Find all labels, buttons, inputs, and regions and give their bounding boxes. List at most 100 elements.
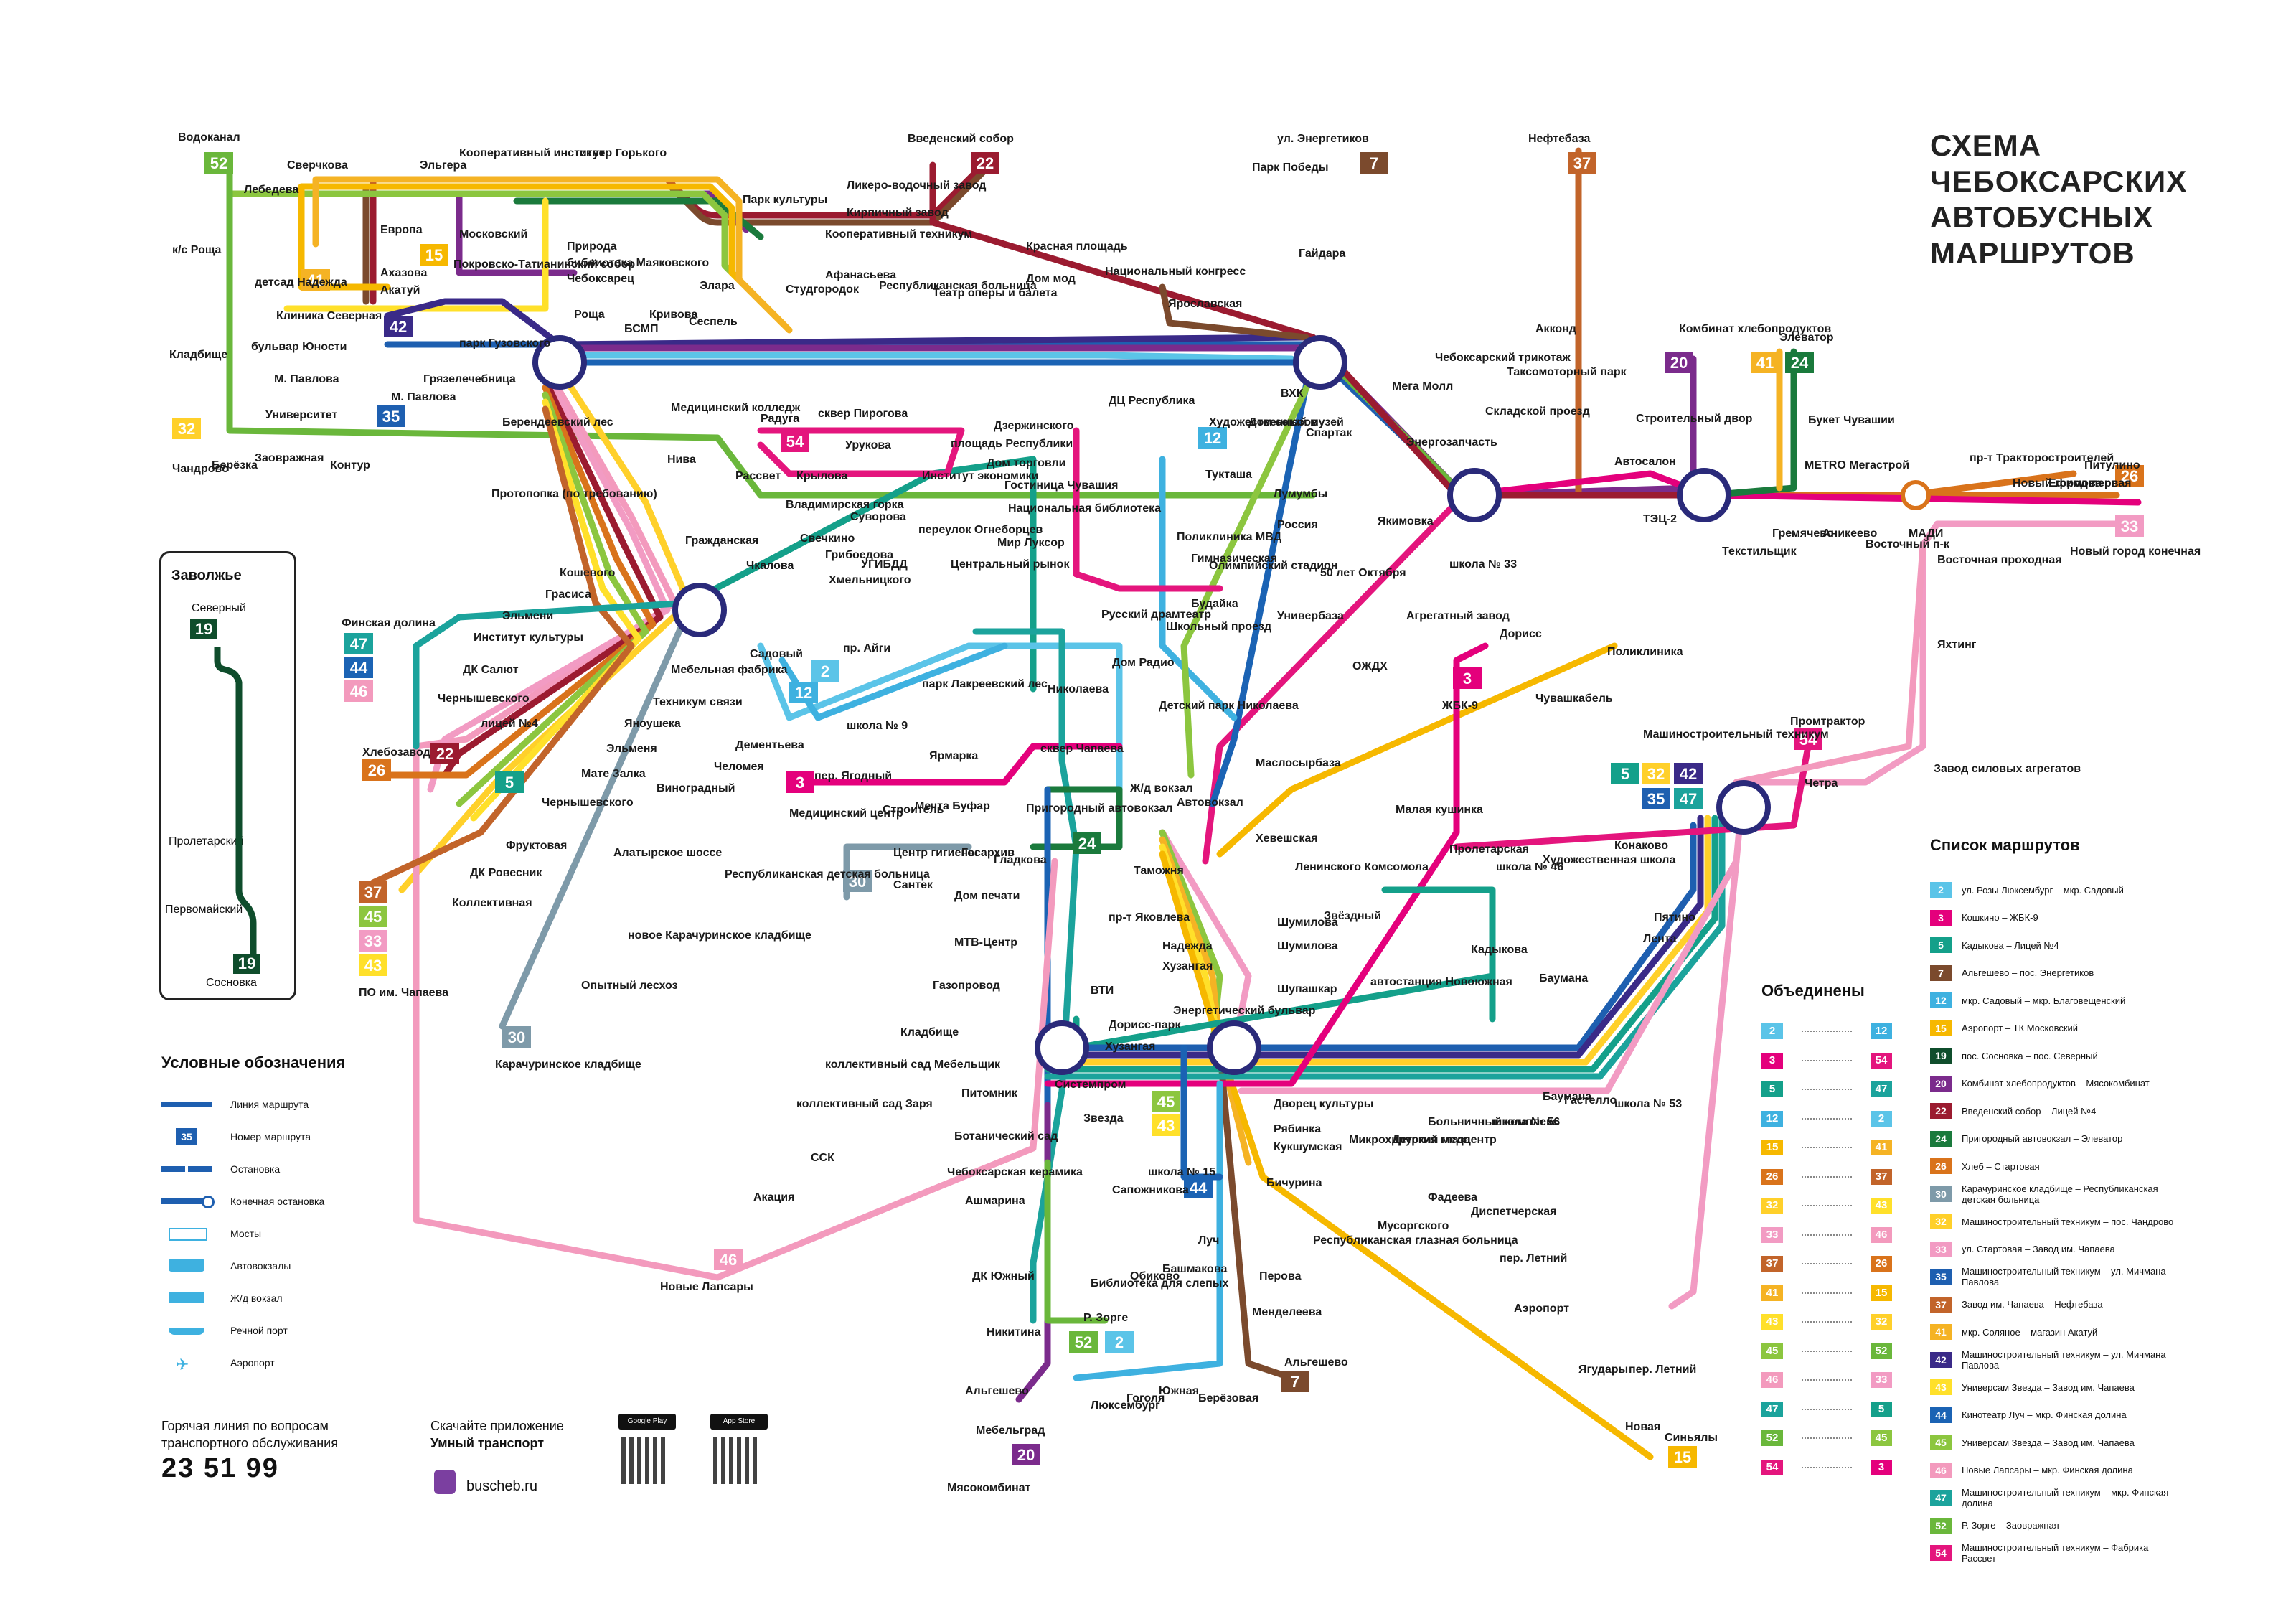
station-label[interactable]: Фруктовая xyxy=(506,840,568,852)
station-label[interactable]: Гражданская xyxy=(685,535,759,547)
station-label[interactable]: Художественный музей xyxy=(1209,416,1344,428)
station-label[interactable]: Таксомоторный парк xyxy=(1507,366,1627,378)
station-label[interactable]: Сантек xyxy=(893,879,933,891)
station-label[interactable]: новое Карачуринское кладбище xyxy=(628,929,811,942)
route-badge-41[interactable] xyxy=(301,269,330,291)
route-badge[interactable]: 47 xyxy=(1871,1081,1892,1097)
route-badge-54[interactable] xyxy=(781,431,809,452)
station-label[interactable]: Аникеево xyxy=(1822,527,1878,540)
station-label[interactable]: Парк культуры xyxy=(743,194,828,206)
route-badge[interactable]: 45 xyxy=(1761,1343,1783,1359)
station-label[interactable]: УГИБДД xyxy=(861,558,908,571)
station-label[interactable]: Кривова xyxy=(649,309,698,321)
station-label[interactable]: М. Павлова xyxy=(274,373,339,385)
station-label[interactable]: сквер Пирогова xyxy=(818,408,908,420)
station-label[interactable]: Россия xyxy=(1277,519,1318,531)
station-label[interactable]: Покровско-Татианинский собор xyxy=(453,258,636,271)
route-badge[interactable]: 42 xyxy=(1930,1351,1952,1368)
station-label[interactable]: Мебельная фабрика xyxy=(671,664,788,676)
station-label[interactable]: Строительный двор xyxy=(1636,413,1753,425)
route-badge-45[interactable] xyxy=(1152,1091,1180,1112)
route-badge-15[interactable] xyxy=(1668,1446,1697,1468)
hotline-phone[interactable]: 23 51 99 xyxy=(161,1453,279,1483)
route-badge-54[interactable] xyxy=(1794,728,1822,750)
station-label[interactable]: Ленинского Комсомола xyxy=(1295,861,1429,873)
station-label[interactable]: ОЖДХ xyxy=(1352,660,1388,672)
station-label[interactable]: Водоканал xyxy=(178,131,240,144)
route-badge[interactable]: 7 xyxy=(1930,964,1952,981)
station-label[interactable]: Мебельград xyxy=(976,1424,1045,1437)
station-label[interactable]: Чкалова xyxy=(746,560,794,572)
route-badge-33[interactable] xyxy=(2115,515,2144,537)
station-label[interactable]: бульвар Юности xyxy=(251,341,347,353)
station-label[interactable]: площадь Республики xyxy=(951,438,1073,450)
station-label[interactable]: Ефимова xyxy=(2048,477,2102,489)
station-label[interactable]: школа № 53 xyxy=(1614,1098,1683,1110)
station-label[interactable]: Кладбище xyxy=(900,1026,959,1038)
route-badge-37[interactable] xyxy=(1568,152,1596,174)
route-badge[interactable]: 52 xyxy=(1761,1430,1783,1446)
station-label[interactable]: сквер Горького xyxy=(580,147,667,159)
station-label[interactable]: Ярославская xyxy=(1168,298,1243,310)
station-label[interactable]: Виноградный xyxy=(657,782,735,794)
station-label[interactable]: Конаково xyxy=(1614,840,1669,852)
route-badge-22[interactable] xyxy=(430,743,459,764)
route-badge[interactable]: 2 xyxy=(1761,1023,1783,1039)
station-label[interactable]: Аэропорт xyxy=(1514,1303,1569,1315)
station-label[interactable]: Энергетический бульвар xyxy=(1173,1005,1316,1017)
station-label[interactable]: Дорисс-парк xyxy=(1109,1019,1181,1031)
station-label[interactable]: школа № 33 xyxy=(1449,558,1518,571)
station-label[interactable]: Автосалон xyxy=(1614,456,1676,468)
route-badge[interactable]: 5 xyxy=(1761,1081,1783,1097)
route-badge-20[interactable] xyxy=(1665,352,1693,373)
route-badge-43[interactable] xyxy=(359,954,387,976)
route-badge[interactable]: 41 xyxy=(1871,1140,1892,1155)
station-label[interactable]: Хлебозавод xyxy=(362,746,430,759)
station-label[interactable]: лицей №4 xyxy=(481,718,538,730)
route-badge[interactable]: 52 xyxy=(1871,1343,1892,1359)
station-label[interactable]: Грасиса xyxy=(545,588,591,601)
station-label[interactable]: Менделеева xyxy=(1252,1306,1322,1318)
station-label[interactable]: Надежда xyxy=(1162,940,1213,952)
station-label[interactable]: Складской проезд xyxy=(1485,405,1590,418)
station-label[interactable]: Республиканская детская больница xyxy=(725,868,930,881)
station-label[interactable]: пр-т Тракторостроителей xyxy=(1970,452,2114,464)
route-badge[interactable]: 15 xyxy=(1761,1140,1783,1155)
station-label[interactable]: Дворец культуры xyxy=(1274,1098,1374,1110)
station-label[interactable]: ДК Южный xyxy=(972,1270,1035,1282)
route-badge-26[interactable] xyxy=(2115,465,2144,487)
route-badge[interactable]: 47 xyxy=(1761,1401,1783,1417)
station-label[interactable]: Введенский собор xyxy=(908,133,1014,145)
station-label[interactable]: коллективный сад Заря xyxy=(796,1098,933,1110)
station-label[interactable]: Ашмарина xyxy=(965,1195,1025,1207)
station-label[interactable]: Газопровод xyxy=(933,980,1000,992)
route-badge-47[interactable] xyxy=(1674,788,1703,809)
station-label[interactable]: Кошевого xyxy=(560,567,616,579)
station-label[interactable]: Машиностроительный техникум xyxy=(1643,728,1829,741)
route-badge-44[interactable] xyxy=(1184,1177,1213,1198)
station-label[interactable]: Гастелло xyxy=(1564,1094,1617,1107)
station-label[interactable]: Люксембург xyxy=(1091,1399,1160,1412)
station-label[interactable]: Владимирская горка xyxy=(786,499,904,511)
station-label[interactable]: пр. Айги xyxy=(843,642,891,654)
station-label[interactable]: Четра xyxy=(1805,777,1838,789)
station-label[interactable]: Гайдара xyxy=(1299,248,1346,260)
station-label[interactable]: Дом Радио xyxy=(1112,657,1175,669)
station-label[interactable]: ВХК xyxy=(1281,388,1304,400)
station-label[interactable]: Медицинский центр xyxy=(789,807,903,820)
station-label[interactable]: Медицинский колледж xyxy=(671,402,801,414)
station-label[interactable]: Чебоксарский трикотаж xyxy=(1435,352,1571,364)
station-label[interactable]: МАДИ xyxy=(1909,527,1944,540)
station-label[interactable]: Студгородок xyxy=(786,283,859,296)
route-badge-46[interactable] xyxy=(714,1249,743,1270)
station-label[interactable]: Эльмени xyxy=(502,610,554,622)
route-badge[interactable]: 44 xyxy=(1930,1407,1952,1423)
route-badge[interactable]: 26 xyxy=(1930,1158,1952,1174)
station-label[interactable]: Госархив xyxy=(961,847,1015,859)
station-label[interactable]: Европа xyxy=(380,224,423,236)
